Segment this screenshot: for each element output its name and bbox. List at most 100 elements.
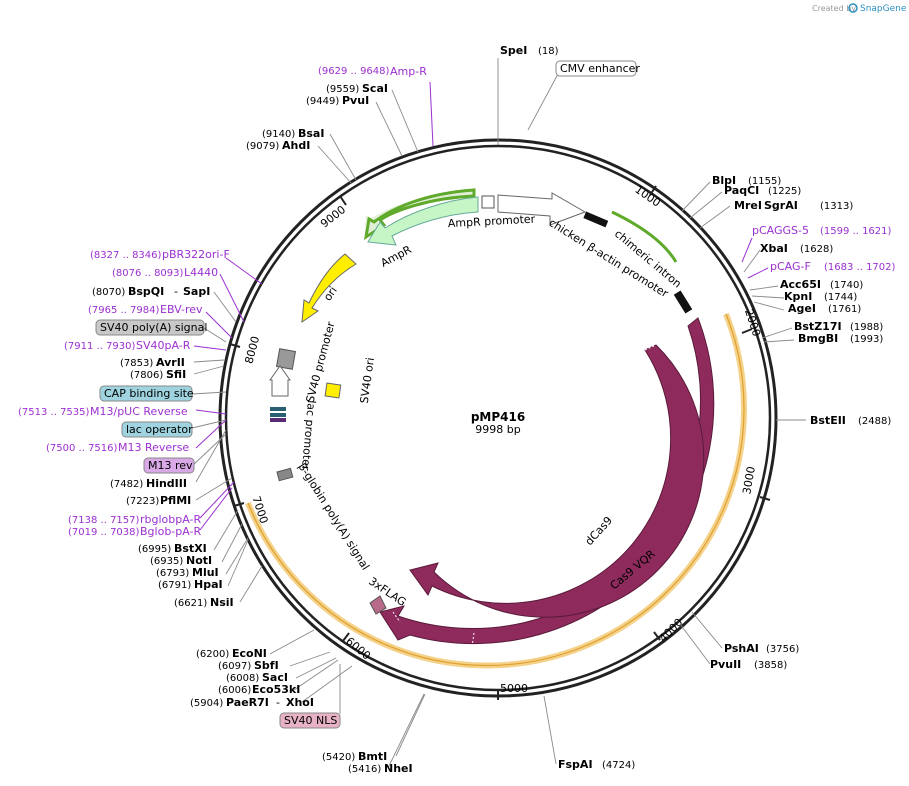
site-label-spei[interactable]: SpeI bbox=[500, 44, 527, 57]
watermark-brand: SnapGene bbox=[860, 4, 907, 14]
watermark-prefix: Created by bbox=[812, 4, 856, 13]
site-label-bmti[interactable]: BmtI bbox=[358, 750, 387, 763]
tick-label-5000: 5000 bbox=[500, 682, 528, 695]
site-label-sbfi[interactable]: SbfI bbox=[254, 659, 279, 672]
site-pos-xbai: (1628) bbox=[800, 244, 833, 255]
snapgene-logo-icon bbox=[848, 3, 858, 13]
sv40-ori-marker bbox=[324, 382, 342, 399]
primer-labels: (9629 .. 9648) Amp-R pCAGGS-5 (1599 .. 1… bbox=[18, 65, 896, 538]
site-label-mrei[interactable]: MreI bbox=[734, 199, 762, 212]
primer-label-l4440[interactable]: L4440 bbox=[184, 266, 218, 279]
tick-label-1000: 1000 bbox=[632, 183, 662, 210]
ori-arrow bbox=[301, 253, 357, 324]
site-pos-hpai: (6791) bbox=[158, 580, 191, 591]
site-label-saci[interactable]: SacI bbox=[262, 671, 288, 684]
primer-range-amp-r: (9629 .. 9648) bbox=[318, 66, 390, 77]
primer-label-pcaggs-5[interactable]: pCAGGS-5 bbox=[752, 224, 809, 237]
site-label-nsii[interactable]: NsiI bbox=[210, 596, 234, 609]
feature-box-cmv-enhancer[interactable]: CMV enhancer bbox=[560, 62, 640, 75]
site-label-ahdi[interactable]: AhdI bbox=[282, 139, 310, 152]
site-label-hindiii[interactable]: HindIII bbox=[146, 477, 187, 490]
plasmid-name: pMP416 bbox=[471, 410, 525, 424]
feature-box-m13-rev[interactable]: M13 rev bbox=[148, 459, 193, 472]
site-label-nhei[interactable]: NheI bbox=[384, 762, 413, 775]
site-label-bstxi[interactable]: BstXI bbox=[174, 542, 207, 555]
site-pos-spei: (18) bbox=[538, 46, 559, 57]
site-pos-mlui: (6793) bbox=[156, 568, 189, 579]
site-label-bsai[interactable]: BsaI bbox=[298, 127, 324, 140]
site-pos-mrei: (1313) bbox=[820, 201, 853, 212]
primer-range-sv40pa-r: (7911 .. 7930) bbox=[64, 341, 136, 352]
site-label-sfii[interactable]: SfiI bbox=[166, 368, 186, 381]
site-label-fspai[interactable]: FspAI bbox=[558, 758, 593, 771]
promoter-junction-marker bbox=[583, 211, 609, 228]
primer-label-pcag-f[interactable]: pCAG-F bbox=[770, 260, 811, 273]
snapgene-watermark: Created by SnapGene bbox=[812, 3, 907, 14]
site-pos-saci: (6008) bbox=[226, 673, 259, 684]
site-pos-eco53ki: (6006) bbox=[218, 685, 251, 696]
site-label-xhoi[interactable]: XhoI bbox=[286, 696, 314, 709]
intron-green-track bbox=[611, 210, 678, 263]
site-label-pflmi[interactable]: PflMI bbox=[160, 494, 191, 507]
site-dash-paer7i: - bbox=[276, 696, 280, 709]
tick-label-9000: 9000 bbox=[318, 203, 348, 230]
site-label-bmgbi[interactable]: BmgBI bbox=[798, 332, 838, 345]
site-pos-kpni: (1744) bbox=[824, 292, 857, 303]
primer-label-ebv-rev[interactable]: EBV-rev bbox=[160, 303, 203, 316]
lac-operator-marker bbox=[270, 413, 286, 417]
site-label-pshai[interactable]: PshAI bbox=[724, 642, 759, 655]
primer-label-pbr322ori-f[interactable]: pBR322ori-F bbox=[162, 248, 230, 261]
site-label-sgrai[interactable]: SgrAI bbox=[764, 199, 798, 212]
primer-range-ebv-rev: (7965 .. 7984) bbox=[88, 305, 160, 316]
site-pos-nhei: (5416) bbox=[348, 764, 381, 775]
site-label-bspqi[interactable]: BspQI bbox=[128, 285, 164, 298]
site-label-econi[interactable]: EcoNI bbox=[232, 647, 267, 660]
site-pos-bstz17i: (1988) bbox=[850, 322, 883, 333]
site-label-xbai[interactable]: XbaI bbox=[760, 242, 788, 255]
feature-label-ampr: AmpR bbox=[379, 243, 414, 270]
site-label-noti[interactable]: NotI bbox=[186, 554, 212, 567]
ampr-green-track bbox=[363, 188, 476, 241]
ampr-arrow bbox=[367, 196, 479, 246]
primer-range-pbr322ori-f: (8327 .. 8346) bbox=[90, 250, 162, 261]
site-label-avrii[interactable]: AvrII bbox=[156, 356, 185, 369]
site-dash-mrei: - bbox=[768, 199, 772, 212]
site-label-blpi[interactable]: BlpI bbox=[712, 174, 736, 187]
site-pos-bsai: (9140) bbox=[262, 129, 295, 140]
primer-label-amp-r[interactable]: Amp-R bbox=[390, 65, 427, 78]
site-label-paqci[interactable]: PaqCI bbox=[724, 184, 759, 197]
primer-label-m13-reverse[interactable]: M13 Reverse bbox=[118, 441, 189, 454]
feature-box-sv40-nls[interactable]: SV40 NLS bbox=[284, 714, 337, 727]
site-label-paer7i[interactable]: PaeR7I bbox=[226, 696, 269, 709]
feature-box-sv40-polya[interactable]: SV40 poly(A) signal bbox=[100, 321, 207, 334]
primer-label-sv40pa-r[interactable]: SV40pA-R bbox=[136, 339, 191, 352]
site-pos-fspai: (4724) bbox=[602, 760, 635, 771]
site-label-scai[interactable]: ScaI bbox=[362, 82, 388, 95]
site-pos-noti: (6935) bbox=[150, 556, 183, 567]
site-pos-hindiii: (7482) bbox=[110, 479, 143, 490]
site-pos-econi: (6200) bbox=[196, 649, 229, 660]
site-pos-pflmi: (7223) bbox=[126, 496, 159, 507]
feature-box-cap-binding-site[interactable]: CAP binding site bbox=[104, 387, 194, 400]
site-label-kpni[interactable]: KpnI bbox=[784, 290, 812, 303]
site-label-pvuii[interactable]: PvuII bbox=[710, 658, 741, 671]
site-label-agei[interactable]: AgeI bbox=[788, 302, 816, 315]
feature-box-lac-operator[interactable]: lac operator bbox=[126, 423, 193, 436]
primer-label-bglob-pa-r[interactable]: Bglob-pA-R bbox=[140, 525, 202, 538]
site-label-bstz17i[interactable]: BstZ17I bbox=[794, 320, 842, 333]
site-label-pvui[interactable]: PvuI bbox=[342, 94, 369, 107]
site-pos-nsii: (6621) bbox=[174, 598, 207, 609]
primer-label-rbglobpa-r[interactable]: rbglobpA-R bbox=[140, 513, 201, 526]
site-label-sapi[interactable]: SapI bbox=[183, 285, 210, 298]
site-pos-sfii: (7806) bbox=[130, 370, 163, 381]
site-label-hpai[interactable]: HpaI bbox=[194, 578, 223, 591]
chicken-actin-promoter-arrow bbox=[497, 192, 587, 226]
site-pos-avrii: (7853) bbox=[120, 358, 153, 369]
primer-label-m13-puc-reverse[interactable]: M13/pUC Reverse bbox=[90, 405, 188, 418]
site-pos-bspqi: (8070) bbox=[92, 287, 125, 298]
site-label-bsteii[interactable]: BstEII bbox=[810, 414, 846, 427]
primer-range-pcaggs-5: (1599 .. 1621) bbox=[820, 226, 892, 237]
site-label-mlui[interactable]: MluI bbox=[192, 566, 219, 579]
site-label-acc65i[interactable]: Acc65I bbox=[780, 278, 821, 291]
site-label-eco53ki[interactable]: Eco53kI bbox=[252, 683, 300, 696]
